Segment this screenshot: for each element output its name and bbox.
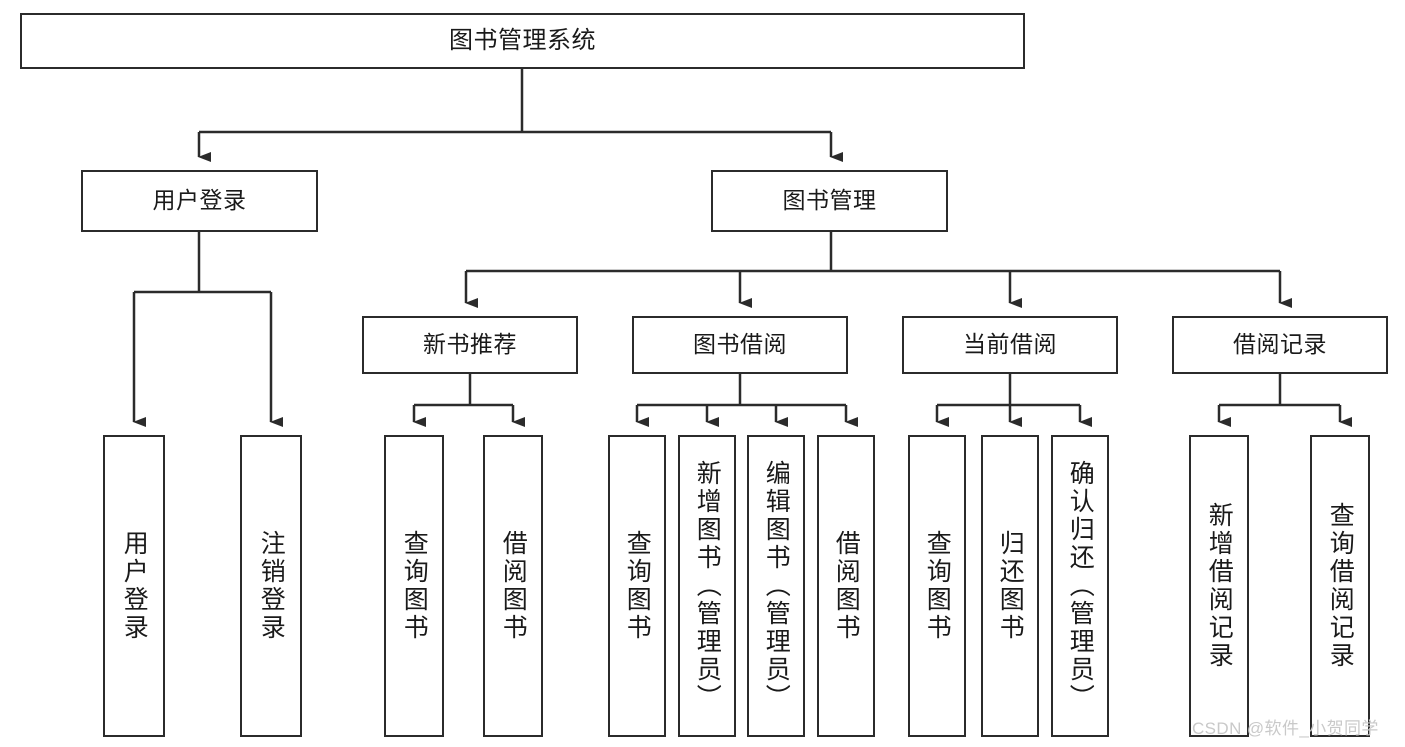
leaf-book-borrow-edit[interactable]: 编辑图书（管理员） (747, 435, 805, 737)
node-root-system[interactable]: 图书管理系统 (20, 13, 1025, 69)
node-label: 新增图书（管理员） (693, 460, 722, 712)
node-label: 图书管理系统 (449, 26, 596, 54)
node-label: 查询图书 (400, 530, 429, 642)
node-label: 当前借阅 (963, 331, 1057, 358)
leaf-book-borrow-borrow[interactable]: 借阅图书 (817, 435, 875, 737)
node-current-borrow[interactable]: 当前借阅 (902, 316, 1118, 374)
leaf-new-book-borrow[interactable]: 借阅图书 (483, 435, 543, 737)
leaf-user-login-login[interactable]: 用户登录 (103, 435, 165, 737)
leaf-current-borrow-query[interactable]: 查询图书 (908, 435, 966, 737)
node-label: 图书借阅 (693, 331, 787, 358)
node-book-management[interactable]: 图书管理 (711, 170, 948, 232)
node-label: 借阅图书 (499, 530, 528, 642)
node-new-book-recommend[interactable]: 新书推荐 (362, 316, 578, 374)
node-label: 确认归还（管理员） (1066, 460, 1095, 712)
leaf-new-book-query[interactable]: 查询图书 (384, 435, 444, 737)
leaf-user-login-logout[interactable]: 注销登录 (240, 435, 302, 737)
node-label: 新增借阅记录 (1205, 502, 1234, 670)
node-label: 查询图书 (623, 530, 652, 642)
node-label: 借阅图书 (832, 530, 861, 642)
leaf-borrow-record-add[interactable]: 新增借阅记录 (1189, 435, 1249, 737)
node-borrow-record[interactable]: 借阅记录 (1172, 316, 1388, 374)
node-label: 编辑图书（管理员） (762, 460, 791, 712)
node-label: 归还图书 (996, 530, 1025, 642)
node-label: 用户登录 (120, 530, 149, 642)
node-label: 查询借阅记录 (1326, 502, 1355, 670)
leaf-book-borrow-add[interactable]: 新增图书（管理员） (678, 435, 736, 737)
node-label: 注销登录 (257, 530, 286, 642)
leaf-current-borrow-return[interactable]: 归还图书 (981, 435, 1039, 737)
node-label: 新书推荐 (423, 331, 517, 358)
node-label: 借阅记录 (1233, 331, 1327, 358)
leaf-borrow-record-query[interactable]: 查询借阅记录 (1310, 435, 1370, 737)
leaf-book-borrow-query[interactable]: 查询图书 (608, 435, 666, 737)
node-user-login[interactable]: 用户登录 (81, 170, 318, 232)
node-label: 用户登录 (152, 187, 247, 214)
node-label: 图书管理 (782, 187, 877, 214)
node-label: 查询图书 (923, 530, 952, 642)
node-book-borrow[interactable]: 图书借阅 (632, 316, 848, 374)
leaf-current-borrow-confirm-return[interactable]: 确认归还（管理员） (1051, 435, 1109, 737)
